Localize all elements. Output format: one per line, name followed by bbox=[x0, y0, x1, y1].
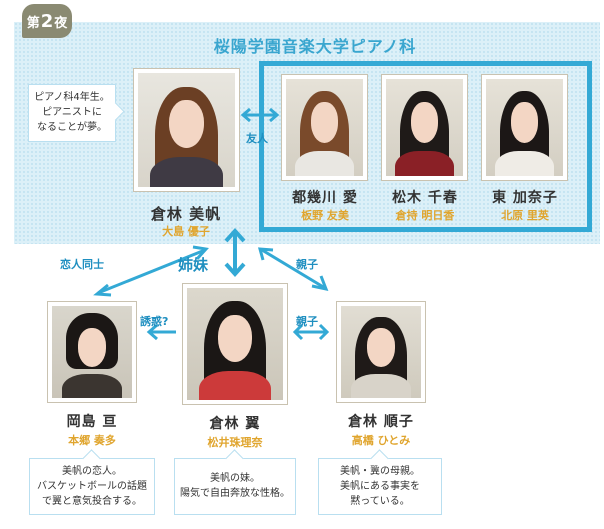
sisters-label: 姉妹 bbox=[178, 256, 209, 274]
note-line: なることが夢。 bbox=[37, 122, 107, 133]
note-line: 美帆・翼の母親。 bbox=[340, 466, 420, 477]
seduce-label: 誘惑? bbox=[140, 315, 169, 328]
character-actor: 高橋 ひとみ bbox=[351, 434, 411, 447]
friend-photo bbox=[281, 74, 368, 181]
note-line: ピアニストに bbox=[42, 107, 102, 118]
character-note: 美帆の恋人。 バスケットボールの話題 で翼と意気投合する。 bbox=[29, 458, 155, 515]
friends-frame bbox=[259, 61, 592, 232]
friend-actor: 板野 友美 bbox=[301, 209, 349, 222]
friend-photo bbox=[381, 74, 468, 181]
panel-title: 桜陽学園音楽大学ピアノ科 bbox=[213, 37, 417, 56]
character-name: 倉林 翼 bbox=[209, 416, 261, 432]
note-line: ピアノ科4年生。 bbox=[34, 92, 110, 103]
character-photo bbox=[336, 301, 426, 403]
friend-actor: 北原 里英 bbox=[501, 209, 549, 222]
episode-prefix: 第 bbox=[26, 15, 40, 31]
character-name: 岡島 亘 bbox=[66, 414, 118, 430]
note-line: 黙っている。 bbox=[350, 496, 410, 507]
relation-arrows bbox=[93, 228, 330, 341]
note-line: 美帆の妹。 bbox=[210, 473, 260, 484]
friend-name: 都幾川 愛 bbox=[292, 190, 358, 206]
note-line: で翼と意気投合する。 bbox=[42, 496, 142, 507]
main-note: ピアノ科4年生。 ピアニストに なることが夢。 bbox=[28, 84, 116, 142]
episode-suffix: 夜 bbox=[54, 15, 68, 31]
note-line: バスケットボールの話題 bbox=[37, 481, 147, 492]
episode-number: 2 bbox=[40, 10, 54, 32]
character-note: 美帆・翼の母親。 美帆にある事実を 黙っている。 bbox=[318, 458, 442, 515]
character-photo bbox=[47, 301, 137, 403]
main-actor: 大島 優子 bbox=[162, 225, 210, 238]
note-line: 陽気で自由奔放な性格。 bbox=[180, 488, 290, 499]
character-actor: 本郷 奏多 bbox=[68, 434, 116, 447]
friend-photo bbox=[481, 74, 568, 181]
note-line: 美帆にある事実を bbox=[340, 481, 420, 492]
lovers-label: 恋人同士 bbox=[60, 258, 104, 271]
main-name: 倉林 美帆 bbox=[150, 205, 222, 223]
episode-badge: 第 2 夜 bbox=[22, 4, 72, 38]
friends-label: 友人 bbox=[246, 132, 268, 145]
friend-actor: 倉持 明日香 bbox=[395, 209, 455, 222]
parent-child-label: 親子 bbox=[296, 258, 318, 271]
friend-name: 東 加奈子 bbox=[492, 190, 558, 206]
parent-child-label: 親子 bbox=[296, 315, 318, 328]
note-line: 美帆の恋人。 bbox=[62, 466, 122, 477]
main-photo bbox=[133, 68, 240, 192]
character-note: 美帆の妹。 陽気で自由奔放な性格。 bbox=[174, 458, 296, 515]
character-photo bbox=[182, 283, 288, 405]
character-name: 倉林 順子 bbox=[348, 414, 414, 430]
character-actor: 松井珠理奈 bbox=[207, 436, 263, 449]
friends-arrow bbox=[240, 107, 280, 123]
friend-name: 松木 千春 bbox=[392, 190, 458, 206]
